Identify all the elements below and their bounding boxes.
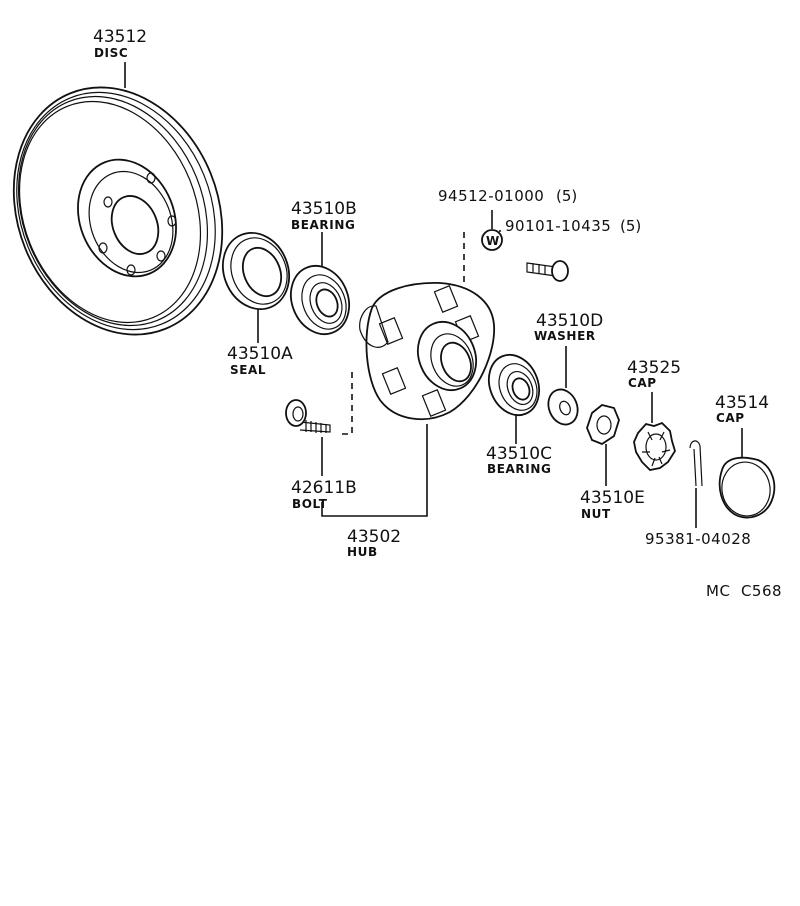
drawing-code: MC C568 bbox=[706, 582, 782, 600]
inner-bearing-drawing bbox=[290, 264, 350, 336]
nut-cap-drawing bbox=[633, 421, 676, 471]
nut-drawing bbox=[586, 404, 620, 446]
grease-cap-drawing bbox=[718, 456, 776, 519]
nut-part-number: 43510E bbox=[580, 488, 645, 508]
disc-label: DISC bbox=[94, 46, 128, 60]
disc-part-number: 43512 bbox=[93, 27, 147, 47]
screw-quantity: (5) bbox=[620, 217, 641, 235]
plug-quantity: (5) bbox=[556, 187, 577, 205]
plug-symbol: W bbox=[486, 234, 500, 248]
hub-bolt-drawing bbox=[285, 399, 331, 433]
washer-drawing bbox=[547, 388, 579, 426]
hub-leader bbox=[321, 424, 428, 517]
grease-cap-label: CAP bbox=[716, 411, 745, 425]
grease-cap-part-number: 43514 bbox=[715, 393, 769, 413]
bolt-part-number: 42611B bbox=[291, 478, 357, 498]
nut-cap-part-number: 43525 bbox=[627, 358, 681, 378]
hub-label: HUB bbox=[347, 545, 378, 559]
screw-part-number: 90101-10435 bbox=[505, 217, 611, 235]
nut-label: NUT bbox=[581, 507, 611, 521]
hub-part-number: 43502 bbox=[347, 527, 401, 547]
cotter-pin-drawing bbox=[689, 440, 703, 487]
hub-drawing bbox=[359, 282, 495, 421]
bolt-assembly-dash bbox=[338, 372, 353, 435]
screw-drawing bbox=[526, 260, 569, 282]
washer-part-number: 43510D bbox=[536, 311, 603, 331]
washer-label: WASHER bbox=[534, 329, 596, 343]
outer-bearing-label: BEARING bbox=[487, 462, 551, 476]
seal-part-number: 43510A bbox=[227, 344, 293, 364]
cotter-pin-part-number: 95381-04028 bbox=[645, 530, 751, 548]
inner-bearing-label: BEARING bbox=[291, 218, 355, 232]
nut-cap-label: CAP bbox=[628, 376, 657, 390]
seal-label: SEAL bbox=[230, 363, 266, 377]
disc-rotor-drawing bbox=[12, 86, 224, 336]
plug-part-number: 94512-01000 bbox=[438, 187, 544, 205]
seal-drawing bbox=[222, 232, 290, 310]
outer-bearing-part-number: 43510C bbox=[486, 444, 552, 464]
plug-drawing bbox=[481, 229, 503, 251]
inner-bearing-part-number: 43510B bbox=[291, 199, 357, 219]
outer-bearing-drawing bbox=[487, 353, 541, 417]
bolt-label: BOLT bbox=[292, 497, 328, 511]
